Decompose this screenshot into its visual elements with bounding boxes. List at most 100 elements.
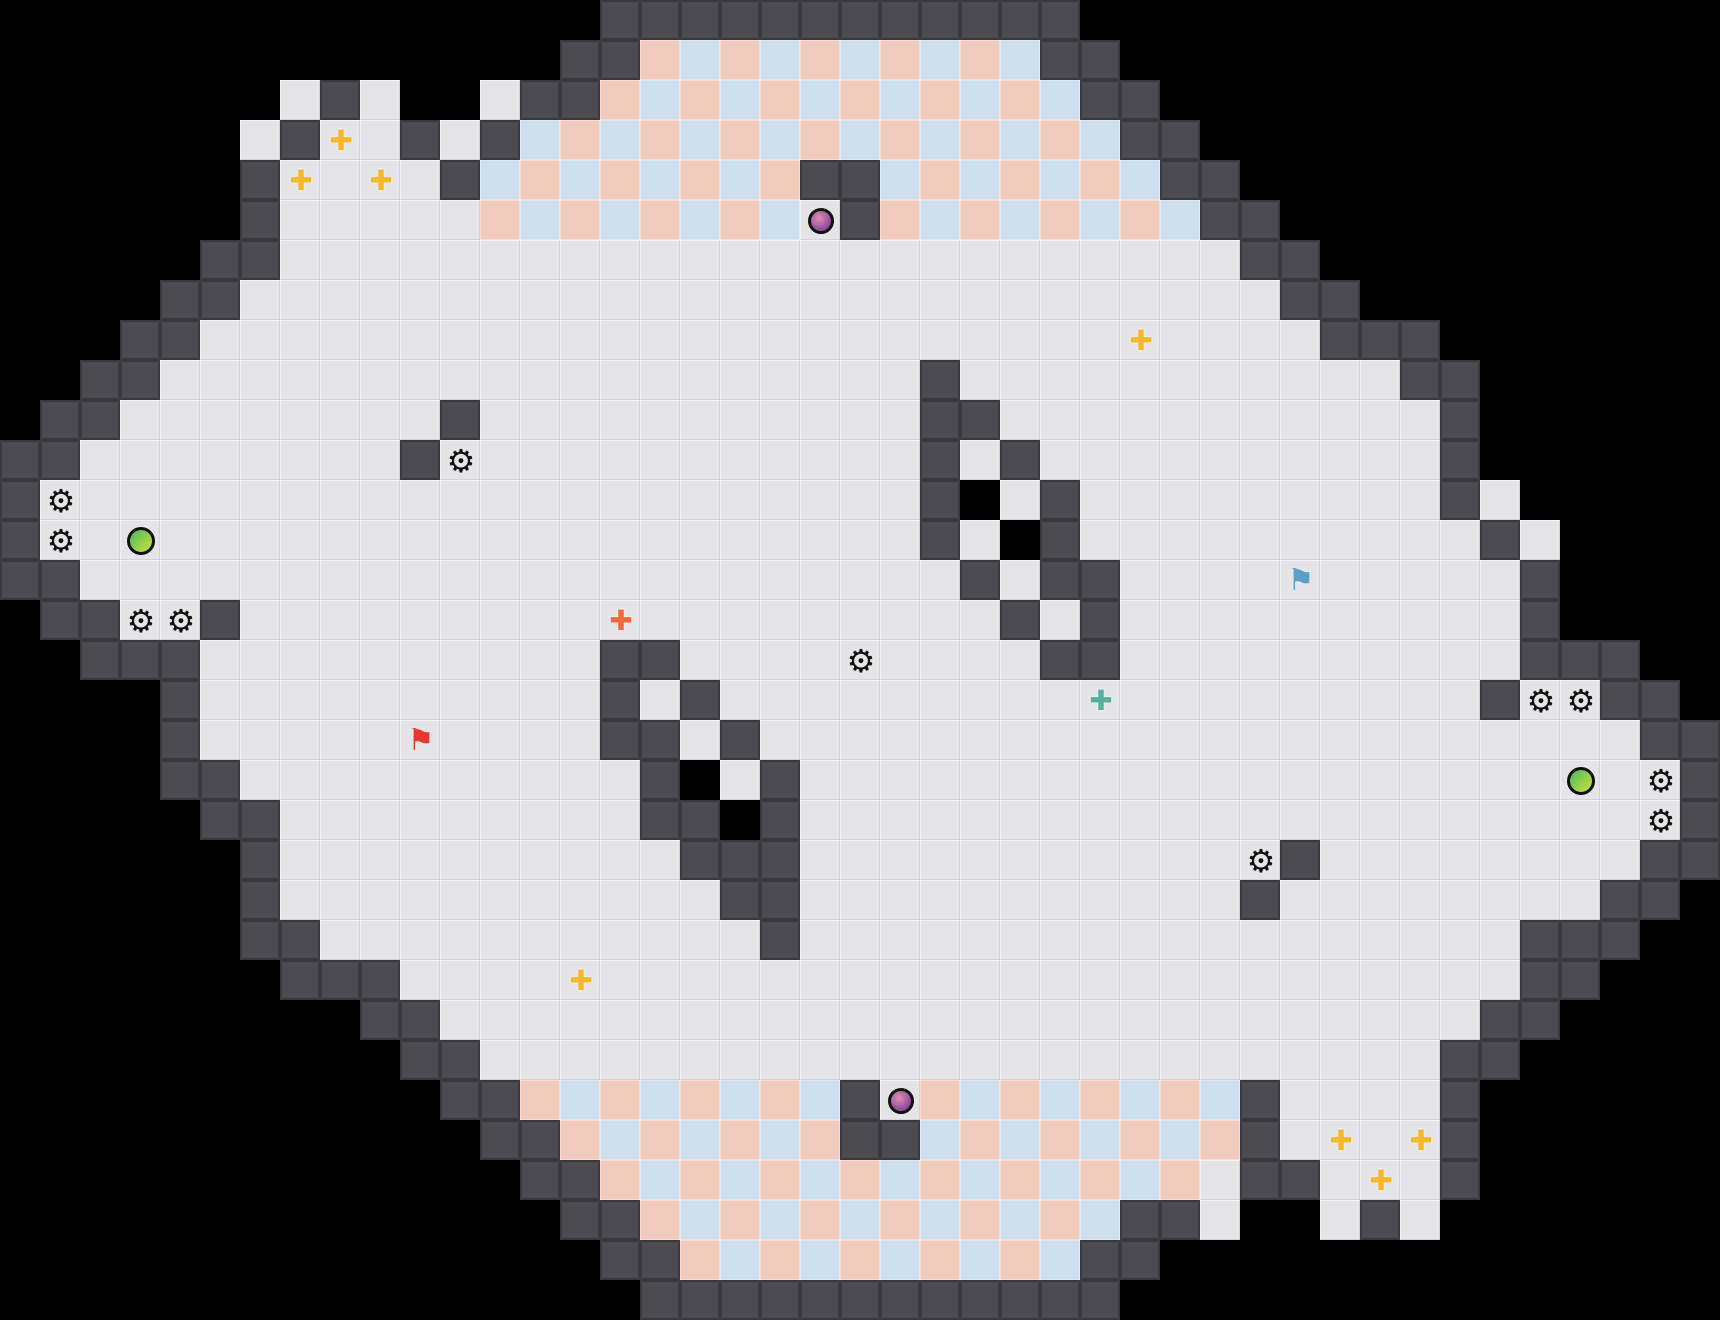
- floor-tile: [1440, 680, 1480, 720]
- red-endzone-tile: [600, 160, 640, 200]
- floor-tile: [560, 600, 600, 640]
- wall-tile: [640, 640, 680, 680]
- blue-endzone-tile: [880, 1240, 920, 1280]
- floor-tile: [840, 960, 880, 1000]
- red-endzone-tile: [640, 1120, 680, 1160]
- floor-tile: [880, 640, 920, 680]
- floor-tile: [600, 760, 640, 800]
- floor-tile: [920, 1040, 960, 1080]
- red-endzone-tile: [1040, 1120, 1080, 1160]
- floor-tile: [400, 960, 440, 1000]
- floor-tile: [640, 680, 680, 720]
- floor-tile: [920, 840, 960, 880]
- floor-tile: [600, 960, 640, 1000]
- floor-tile: [520, 240, 560, 280]
- wall-tile: [920, 440, 960, 480]
- floor-tile: [1200, 520, 1240, 560]
- floor-tile: [200, 520, 240, 560]
- floor-tile: ⚙: [1640, 800, 1680, 840]
- floor-tile: [480, 680, 520, 720]
- red-endzone-tile: [960, 40, 1000, 80]
- floor-tile: [600, 400, 640, 440]
- wall-tile: [1080, 560, 1120, 600]
- floor-tile: [1200, 960, 1240, 1000]
- wall-tile: [40, 440, 80, 480]
- floor-tile: [120, 480, 160, 520]
- wall-tile: [0, 440, 40, 480]
- floor-tile: [1160, 680, 1200, 720]
- floor-tile: ⚙: [1240, 840, 1280, 880]
- floor-tile: [1160, 440, 1200, 480]
- wall-tile: [880, 0, 920, 40]
- gap-tile: [960, 480, 1000, 520]
- floor-tile: [1160, 1000, 1200, 1040]
- red-endzone-tile: [760, 1080, 800, 1120]
- floor-tile: [440, 240, 480, 280]
- floor-tile: [1160, 280, 1200, 320]
- wall-tile: [600, 680, 640, 720]
- floor-tile: ⚙: [40, 480, 80, 520]
- wall-tile: [80, 640, 120, 680]
- wall-tile: [1600, 920, 1640, 960]
- floor-tile: [320, 320, 360, 360]
- red-endzone-tile: [920, 160, 960, 200]
- boost-icon: ✚: [569, 964, 593, 997]
- floor-tile: [240, 480, 280, 520]
- blue-endzone-tile: [560, 160, 600, 200]
- blue-endzone-tile: [560, 1080, 600, 1120]
- wall-tile: [1520, 960, 1560, 1000]
- floor-tile: [1200, 600, 1240, 640]
- floor-tile: [1520, 720, 1560, 760]
- floor-tile: [1240, 680, 1280, 720]
- wall-tile: [920, 0, 960, 40]
- red-endzone-tile: [760, 1160, 800, 1200]
- floor-tile: [720, 280, 760, 320]
- wall-tile: [1600, 640, 1640, 680]
- floor-tile: [1120, 400, 1160, 440]
- red-endzone-tile: [880, 1200, 920, 1240]
- floor-tile: [360, 720, 400, 760]
- floor-tile: [360, 440, 400, 480]
- floor-tile: [1000, 1040, 1040, 1080]
- red-flag-icon[interactable]: ⚑: [407, 723, 435, 758]
- floor-tile: [1440, 880, 1480, 920]
- floor-tile: [320, 240, 360, 280]
- wall-tile: [1200, 160, 1240, 200]
- wall-tile: [520, 1120, 560, 1160]
- floor-tile: [880, 840, 920, 880]
- floor-tile: [1480, 640, 1520, 680]
- floor-tile: [1480, 560, 1520, 600]
- wall-tile: [760, 800, 800, 840]
- red-endzone-tile: [800, 1120, 840, 1160]
- wall-tile: [1000, 600, 1040, 640]
- floor-tile: [640, 280, 680, 320]
- blue-endzone-tile: [520, 120, 560, 160]
- floor-tile: [1440, 960, 1480, 1000]
- floor-tile: [440, 200, 480, 240]
- floor-tile: [1320, 1080, 1360, 1120]
- wall-tile: [120, 320, 160, 360]
- floor-tile: [800, 440, 840, 480]
- wall-tile: [680, 840, 720, 880]
- floor-tile: ✚: [600, 600, 640, 640]
- floor-tile: [1400, 760, 1440, 800]
- wall-tile: [1080, 40, 1120, 80]
- floor-tile: [720, 400, 760, 440]
- floor-tile: [1480, 880, 1520, 920]
- floor-tile: [1400, 600, 1440, 640]
- floor-tile: [1320, 1160, 1360, 1200]
- floor-tile: [1160, 240, 1200, 280]
- floor-tile: [1160, 760, 1200, 800]
- floor-tile: [320, 360, 360, 400]
- red-endzone-tile: [1160, 1160, 1200, 1200]
- floor-tile: [480, 640, 520, 680]
- floor-tile: [1080, 1000, 1120, 1040]
- blue-flag-icon[interactable]: ⚑: [1287, 563, 1315, 598]
- floor-tile: [1320, 440, 1360, 480]
- gap-tile: [680, 760, 720, 800]
- floor-tile: [1200, 320, 1240, 360]
- red-endzone-tile: [960, 120, 1000, 160]
- floor-tile: [1320, 1200, 1360, 1240]
- floor-tile: [160, 520, 200, 560]
- floor-tile: [840, 600, 880, 640]
